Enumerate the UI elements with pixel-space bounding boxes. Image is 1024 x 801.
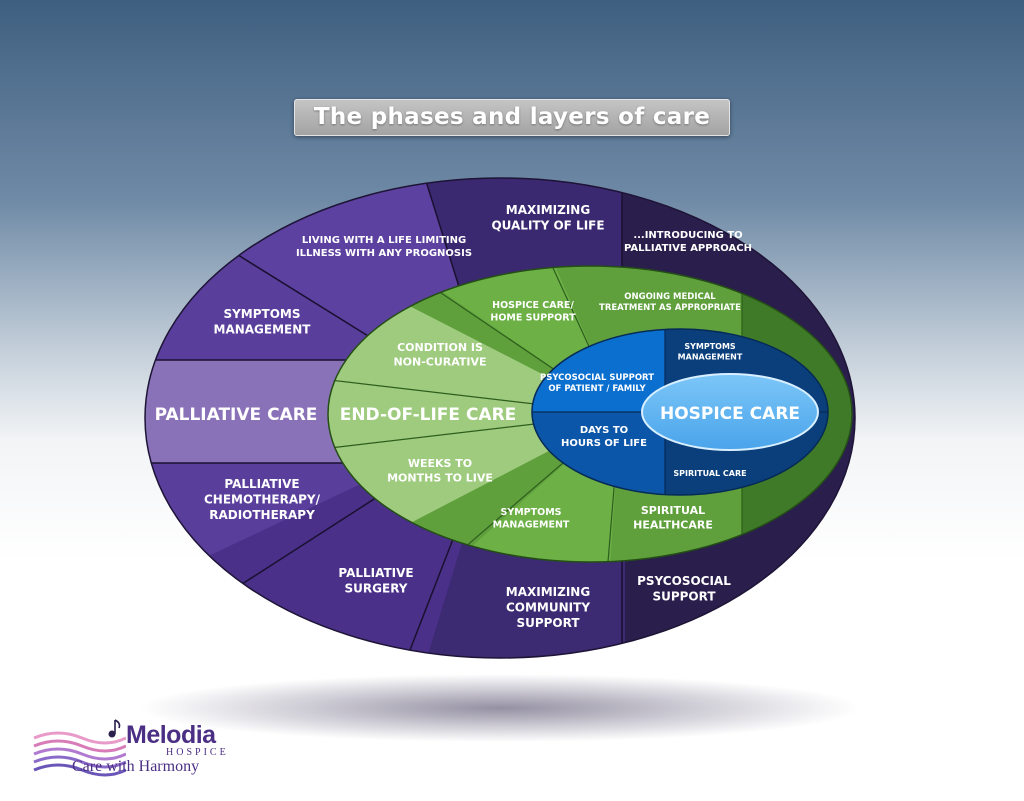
middle-label: HOSPICE CARE/HOME SUPPORT <box>490 300 576 323</box>
logo-subtitle: HOSPICE <box>166 747 229 758</box>
page-title: The phases and layers of care <box>294 99 730 136</box>
music-waves-icon <box>33 719 126 777</box>
mid-seg-left-light <box>328 266 620 562</box>
diagram-floor-shadow <box>140 674 860 742</box>
logo-tagline: Care with Harmony <box>72 758 200 775</box>
inner-ring-edge <box>531 328 829 496</box>
logo-name: Melodia <box>126 721 216 749</box>
outer-label-center: PALLIATIVE CARE <box>155 405 318 425</box>
middle-ring-edge <box>327 265 853 563</box>
melodia-logo: Melodia HOSPICE Care with Harmony <box>30 718 230 780</box>
outer-ring-edge <box>144 177 856 659</box>
hospice-care-core <box>641 373 819 451</box>
middle-label-center: END-OF-LIFE CARE <box>340 405 517 425</box>
inner-label-center: HOSPICE CARE <box>660 404 800 424</box>
inner-label: SPIRITUAL CARE <box>673 469 746 478</box>
